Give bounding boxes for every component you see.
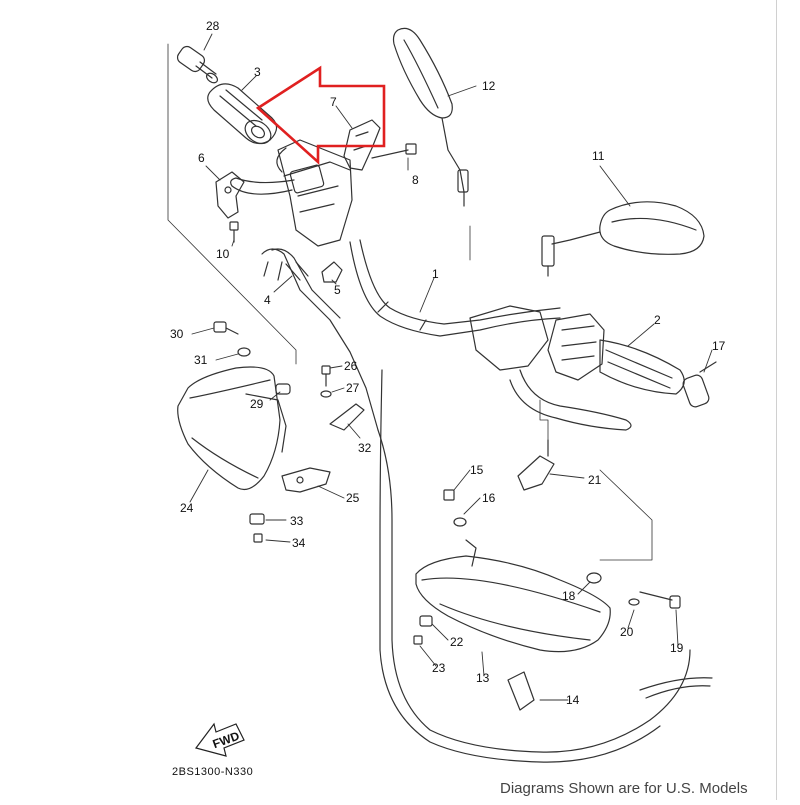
callout-29: 29: [250, 397, 264, 411]
part-15-bolt: [443, 489, 455, 501]
part-21-bracket: [517, 439, 555, 491]
part-19-bolt: [639, 591, 681, 609]
callout-28: 28: [206, 19, 220, 33]
callout-26: 26: [344, 359, 358, 373]
callout-16: 16: [482, 491, 496, 505]
part-27-washer: [320, 390, 332, 398]
callout-30: 30: [170, 327, 184, 341]
part-28-grip-end: [176, 45, 219, 84]
callout-27: 27: [346, 381, 360, 395]
part-33-nut: [249, 513, 265, 525]
part-4-cable: [261, 248, 379, 431]
part-32-bracket: [329, 403, 365, 431]
part-12-mirror: [392, 27, 469, 207]
part-18-spacer: [586, 572, 602, 584]
callout-4: 4: [264, 293, 271, 307]
callout-32: 32: [358, 441, 372, 455]
left-lever: [230, 177, 295, 195]
callout-20: 20: [620, 625, 634, 639]
callout-12: 12: [482, 79, 496, 93]
part-2-right-switch: [469, 305, 685, 431]
callout-18: 18: [562, 589, 576, 603]
left-switch-housing: [276, 139, 353, 247]
callout-14: 14: [566, 693, 580, 707]
part-17-grip-end: [682, 361, 717, 408]
part-31-washer: [237, 347, 251, 357]
callout-13: 13: [476, 671, 490, 685]
callout-11: 11: [592, 149, 605, 163]
callout-15: 15: [470, 463, 484, 477]
highlight-arrow: [255, 65, 386, 165]
panel-border: [776, 0, 777, 800]
callout-labels: 28 3 7 12 6 8 11 10 1 5 4 2 30 17 31 26 …: [170, 19, 726, 707]
part-29-spacer: [275, 383, 291, 395]
part-22-nut: [419, 615, 433, 627]
part-23-bolt: [413, 635, 423, 645]
part-8-bolt: [371, 143, 417, 159]
callout-22: 22: [450, 635, 464, 649]
part-30-bolt: [213, 321, 239, 335]
part-20-washer: [628, 598, 640, 606]
part-26-bolt: [321, 365, 331, 387]
diagram-code: 2BS1300-N330: [172, 766, 254, 778]
callout-24: 24: [180, 501, 194, 515]
callout-19: 19: [670, 641, 684, 655]
part-14-clamp: [507, 671, 713, 711]
callout-17: 17: [712, 339, 726, 353]
part-16-washer: [453, 517, 467, 527]
exploded-view-lines: [167, 43, 653, 561]
part-3-grip: [207, 83, 278, 145]
callout-7: 7: [330, 95, 337, 109]
callout-23: 23: [432, 661, 446, 675]
part-11-mirror: [541, 201, 705, 277]
part-10-bolt: [229, 221, 239, 243]
part-25-bracket: [281, 467, 331, 493]
part-13-handguard: [415, 539, 611, 653]
part-5-clip: [321, 261, 343, 283]
callout-2: 2: [654, 313, 661, 327]
callout-33: 33: [290, 514, 304, 528]
part-1-handlebar: [349, 239, 561, 337]
part-24-handguard: [177, 366, 287, 491]
callout-5: 5: [334, 283, 341, 297]
callout-34: 34: [292, 536, 306, 550]
part-6-bracket: [215, 171, 245, 219]
callout-1: 1: [432, 267, 439, 281]
callout-10: 10: [216, 247, 230, 261]
leader-lines: [189, 33, 713, 701]
footer-note: Diagrams Shown are for U.S. Models: [500, 780, 748, 797]
fwd-arrow-icon: FWD: [194, 722, 245, 757]
part-34-bolt: [253, 533, 263, 543]
callout-6: 6: [198, 151, 205, 165]
cable-routing: [377, 369, 691, 763]
callout-3: 3: [254, 65, 261, 79]
callout-21: 21: [588, 473, 602, 487]
callout-31: 31: [194, 353, 208, 367]
callout-8: 8: [412, 173, 419, 187]
callout-25: 25: [346, 491, 360, 505]
